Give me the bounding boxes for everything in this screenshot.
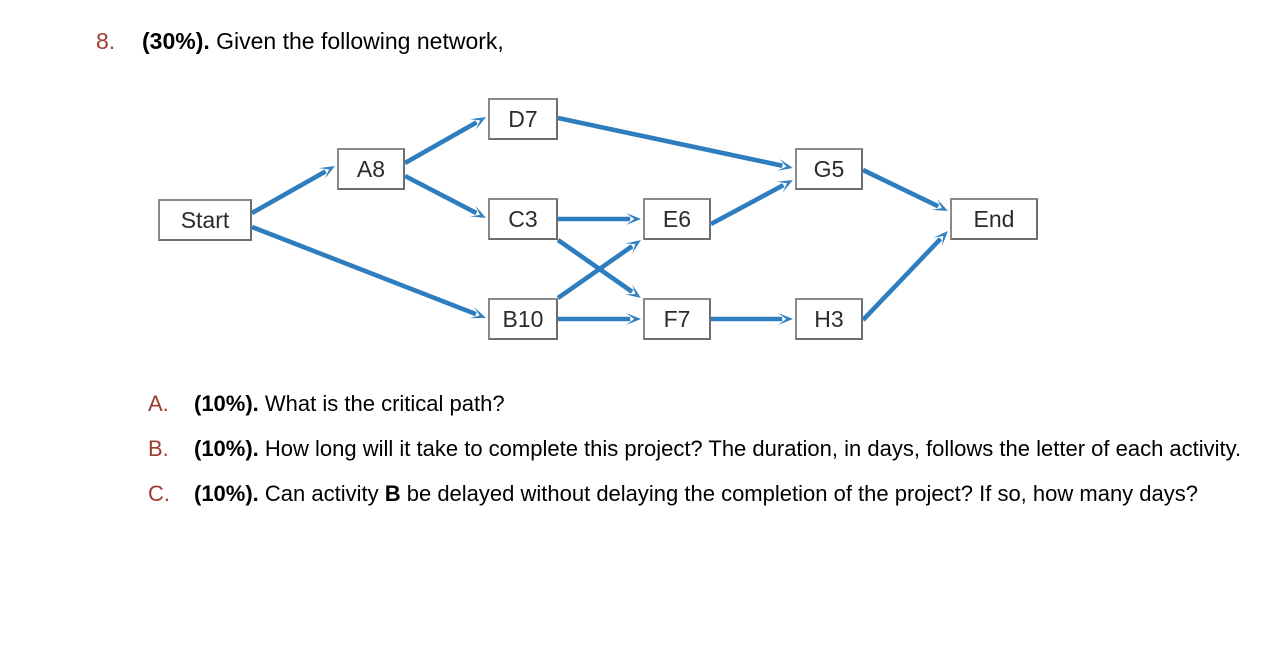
node-label: C3: [508, 205, 538, 232]
edge-shaft: [556, 244, 634, 300]
edge-arrowhead-upper: [778, 319, 793, 325]
edge-start-to-b10: [251, 224, 486, 319]
sub-question-body: (10%). How long will it take to complete…: [194, 433, 1258, 464]
edge-arrowhead-lower: [778, 313, 793, 319]
sub-question-text-part: What is the critical path?: [258, 391, 505, 416]
node-label: Start: [180, 206, 230, 233]
node-d7: D7: [488, 98, 558, 140]
edge-arrowhead-upper: [931, 208, 948, 211]
edge-b10-to-e6: [556, 240, 641, 300]
sub-question-body: (10%). What is the critical path?: [194, 388, 1258, 419]
edge-shaft: [556, 238, 634, 294]
sub-question-letter: A.: [148, 391, 169, 416]
edge-f7-to-h3: [711, 313, 793, 325]
edge-arrowhead-upper: [469, 214, 486, 218]
edge-arrowhead-lower: [469, 117, 486, 121]
node-f7: F7: [643, 298, 711, 340]
node-end: End: [950, 198, 1038, 240]
node-b10: B10: [488, 298, 558, 340]
edge-d7-to-g5: [557, 115, 793, 171]
sub-question-weight: (10%).: [194, 391, 259, 416]
edge-arrowhead-lower: [776, 180, 793, 184]
edge-shaft: [709, 183, 785, 227]
sub-question-text-part: Can activity: [258, 481, 385, 506]
edge-arrowhead-lower: [475, 205, 486, 218]
edge-arrowhead-upper: [469, 315, 486, 319]
sub-question-text-part: be delayed without delaying the completi…: [400, 481, 1198, 506]
edge-shaft: [250, 169, 327, 216]
edge-shaft: [403, 173, 478, 216]
sub-question-b: B. (10%). How long will it take to comple…: [148, 433, 1258, 464]
question-weight: (30%).: [142, 28, 210, 54]
edge-a8-to-d7: [403, 117, 486, 165]
edge-shaft: [251, 224, 477, 317]
node-a8: A8: [337, 148, 405, 190]
edge-shaft: [403, 120, 478, 165]
edge-arrowhead-upper: [777, 166, 793, 171]
node-label: F7: [663, 305, 691, 332]
edge-arrowhead-upper: [632, 240, 641, 254]
edge-arrowhead-lower: [779, 159, 793, 168]
edge-arrowhead-lower: [474, 306, 486, 318]
edge-a8-to-c3: [403, 173, 486, 218]
sub-question-letter: C.: [148, 481, 170, 506]
edge-shaft: [862, 167, 940, 209]
sub-question-text-part: How long will it take to complete this p…: [258, 436, 1242, 461]
edge-arrowhead-lower: [632, 284, 641, 298]
question-number: 8.: [96, 28, 116, 54]
edge-arrowhead-upper: [941, 231, 948, 246]
edge-shaft: [861, 237, 943, 322]
sub-question-c: C. (10%). Can activity B be delayed witho…: [148, 478, 1258, 509]
node-start: Start: [158, 199, 252, 241]
node-h3: H3: [795, 298, 863, 340]
node-label: D7: [508, 105, 538, 132]
edge-arrowhead-lower: [625, 240, 641, 244]
edge-e6-to-g5: [709, 180, 793, 227]
sub-question-body: (10%). Can activity B be delayed without…: [194, 478, 1258, 509]
edge-arrowhead-upper: [324, 166, 335, 179]
node-label: End: [973, 205, 1015, 232]
edge-c3-to-e6: [558, 213, 641, 225]
node-label: A8: [356, 155, 386, 182]
edge-arrowhead-upper: [625, 294, 641, 298]
edge-shaft: [557, 115, 783, 169]
node-e6: E6: [643, 198, 711, 240]
edge-arrowhead-upper: [475, 117, 486, 130]
node-label: H3: [814, 305, 844, 332]
edge-g5-to-end: [862, 167, 948, 211]
edge-start-to-a8: [250, 166, 335, 216]
question-header: 8. (30%). Given the following network,: [96, 26, 1216, 56]
edge-arrowhead-upper: [626, 219, 641, 225]
sub-question-weight: (10%).: [194, 436, 259, 461]
edge-c3-to-f7: [556, 238, 641, 298]
node-c3: C3: [488, 198, 558, 240]
edge-b10-to-f7: [558, 313, 641, 325]
edge-arrowhead-lower: [937, 199, 948, 211]
node-label: B10: [502, 305, 544, 332]
sub-question-text-part: B: [384, 481, 401, 506]
sub-question-weight: (10%).: [194, 481, 259, 506]
sub-questions-list: A. (10%). What is the critical path? B. (10…: [148, 388, 1258, 523]
edge-arrowhead-upper: [782, 180, 793, 193]
question-text: Given the following network,: [209, 28, 504, 54]
edge-arrowhead-lower: [933, 231, 948, 238]
node-label: G5: [813, 155, 845, 182]
edge-arrowhead-lower: [626, 313, 641, 319]
edge-arrowhead-upper: [626, 319, 641, 325]
edge-arrowhead-lower: [318, 166, 335, 170]
sub-question-a: A. (10%). What is the critical path?: [148, 388, 1258, 419]
node-g5: G5: [795, 148, 863, 190]
edge-arrowhead-lower: [626, 213, 641, 219]
node-label: E6: [662, 205, 692, 232]
edge-h3-to-end: [861, 231, 948, 322]
sub-question-letter: B.: [148, 436, 169, 461]
